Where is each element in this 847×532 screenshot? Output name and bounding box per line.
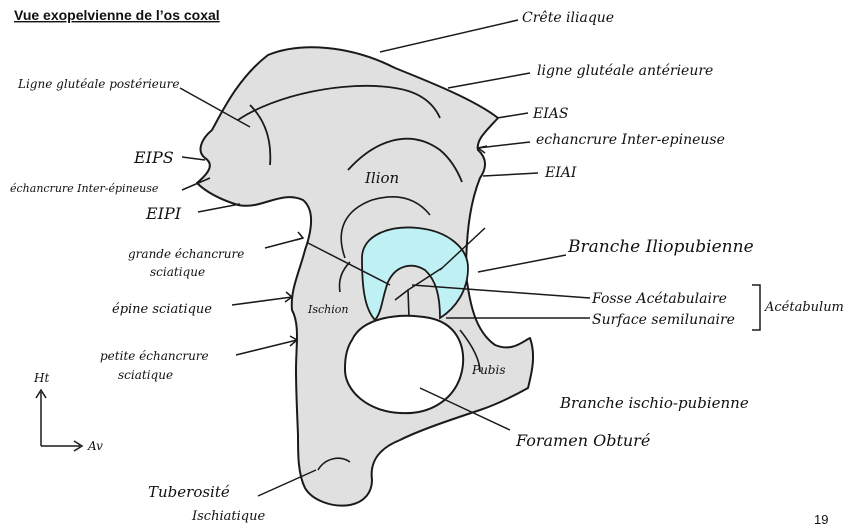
label-epine-sciatique: épine sciatique <box>112 302 212 317</box>
pubic-ramus-line <box>459 329 481 373</box>
label-petite-echancrure-2: sciatique <box>118 368 173 382</box>
label-branche-ischio-pubienne: Branche ischio-pubienne <box>559 394 749 412</box>
label-echancrure-ant: echancrure Inter-epineuse <box>536 132 725 148</box>
label-grande-echancrure-2: sciatique <box>150 265 205 279</box>
label-crete-iliaque: Crête iliaque <box>522 10 614 26</box>
leader-lines <box>179 19 591 497</box>
axis-av-label: Av <box>87 439 103 453</box>
label-eias: EIAS <box>532 106 568 122</box>
acetabular-lunate-surface <box>361 226 469 322</box>
label-surface-semilunaire: Surface semilunaire <box>592 312 735 328</box>
posterior-gluteal-line <box>249 104 272 166</box>
label-branche-iliopubienne: Branche Iliopubienne <box>567 237 754 257</box>
label-foramen-obture: Foramen Obturé <box>515 431 650 450</box>
page-number: 19 <box>814 512 828 527</box>
ilium-curve <box>347 137 463 183</box>
ischial-tuberosity-curve <box>317 457 351 471</box>
label-ilion: Ilion <box>364 169 399 187</box>
acetabulum-bracket <box>752 284 761 331</box>
label-ligne-glut-post: Ligne glutéale postérieure <box>17 77 179 91</box>
label-grande-echancrure-1: grande échancrure <box>128 247 244 261</box>
label-ischion: Ischion <box>307 303 348 316</box>
label-tuberosite-2: Ischiatique <box>191 509 265 524</box>
label-pubis: Pubis <box>471 363 505 377</box>
label-eips: EIPS <box>133 148 174 167</box>
label-tuberosite-1: Tuberosité <box>148 483 230 501</box>
label-eiai: EIAI <box>544 165 577 181</box>
label-acetabulum: Acétabulum <box>764 300 844 315</box>
obturator-foramen <box>343 314 465 415</box>
axis-ht-label: Ht <box>33 371 49 385</box>
ilium-lower-contour <box>340 196 431 259</box>
orientation-axes <box>35 388 84 452</box>
label-petite-echancrure-1: petite échancrure <box>100 349 209 363</box>
page-title: Vue exopelvienne de l’os coxal <box>14 7 220 23</box>
leader-arrowheads <box>284 145 488 347</box>
label-eipi: EIPI <box>145 204 182 223</box>
label-fosse-acetabulaire: Fosse Acétabulaire <box>591 291 727 307</box>
label-ligne-glut-ant: ligne glutéale antérieure <box>537 63 713 79</box>
label-echancrure-post: échancrure Inter-épineuse <box>10 182 159 195</box>
anterior-gluteal-line <box>237 84 441 121</box>
